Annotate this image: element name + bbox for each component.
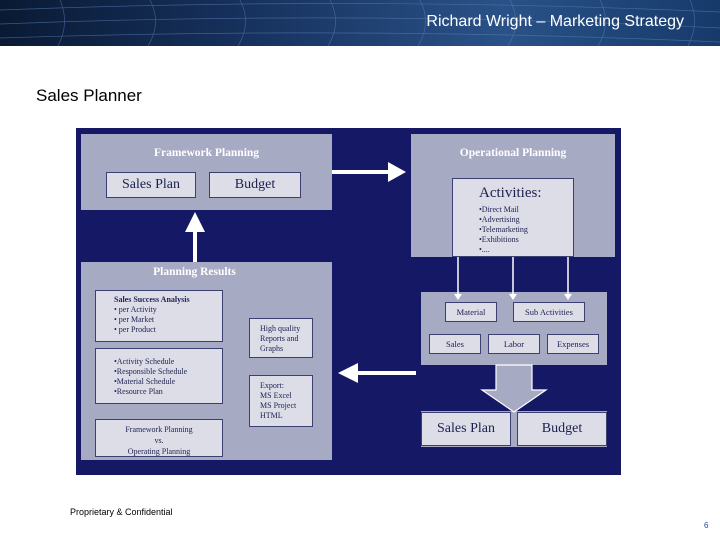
activities-list: •Direct Mail •Advertising •Telemarketing… (479, 205, 528, 255)
arrow-right-icon (332, 162, 406, 182)
result-sales-plan-box: Sales Plan (421, 412, 511, 446)
activity-item: •Telemarketing (479, 225, 528, 234)
arrow-down-icon (454, 294, 462, 300)
operational-planning-panel: Operational Planning Activities: •Direct… (411, 134, 615, 257)
schedule-item: •Material Schedule (114, 377, 176, 386)
framework-planning-title: Framework Planning (153, 147, 260, 159)
reports-line: Reports and (260, 334, 299, 343)
activities-title: Activities: (479, 185, 542, 201)
labor-box: Labor (488, 334, 540, 354)
header-title: Richard Wright – Marketing Strategy (426, 13, 684, 30)
activity-item: •Exhibitions (479, 235, 519, 244)
activities-box: Activities: •Direct Mail •Advertising •T… (452, 178, 574, 257)
reports-box: High quality Reports and Graphs (249, 318, 313, 358)
sales-success-analysis-title: Sales Success Analysis (114, 295, 190, 304)
planning-results-title: Planning Results (153, 266, 236, 278)
sub-activities-box: Sub Activities (513, 302, 585, 322)
sales-planner-diagram: Framework Planning Sales Plan Budget Ope… (76, 128, 621, 475)
arrow-up-icon (185, 212, 205, 262)
footer-text: Proprietary & Confidential (70, 507, 173, 517)
schedules-list: •Activity Schedule •Responsible Schedule… (114, 357, 187, 397)
operational-planning-title: Operational Planning (459, 147, 567, 159)
export-box: Export: MS Excel MS Project HTML (249, 375, 313, 427)
activity-item: •.... (479, 245, 490, 254)
framework-sales-plan-box: Sales Plan (106, 172, 196, 198)
activity-item: •Advertising (479, 215, 520, 224)
comparison-line: vs. (154, 436, 164, 445)
schedules-box: •Activity Schedule •Responsible Schedule… (95, 348, 223, 404)
export-line: MS Excel (260, 391, 292, 400)
analysis-item: • per Activity (114, 305, 157, 314)
sales-box: Sales (429, 334, 481, 354)
reports-list: High quality Reports and Graphs (260, 324, 300, 354)
analysis-item: • per Product (114, 325, 156, 334)
comparison-line: Framework Planning (125, 425, 193, 434)
header-banner: Richard Wright – Marketing Strategy (0, 0, 720, 46)
export-list: Export: MS Excel MS Project HTML (260, 381, 296, 421)
block-arrow-down-icon (480, 364, 548, 413)
export-line: Export: (260, 381, 284, 390)
result-budget-box: Budget (517, 412, 607, 446)
reports-line: Graphs (260, 344, 284, 353)
arrow-down-icon (564, 294, 572, 300)
export-line: HTML (260, 411, 283, 420)
map-grid-decoration (0, 0, 720, 46)
comparison-list: Framework Planning vs. Operating Plannin… (96, 424, 222, 457)
analysis-item: • per Market (114, 315, 155, 324)
framework-budget-box: Budget (209, 172, 301, 198)
page-title: Sales Planner (36, 86, 142, 105)
result-plan-panel: Sales Plan Budget (421, 411, 607, 447)
arrow-left-icon (338, 363, 416, 383)
analysis-list: • per Activity • per Market • per Produc… (114, 305, 157, 335)
activity-item: •Direct Mail (479, 205, 519, 214)
schedule-item: •Responsible Schedule (114, 367, 188, 376)
page-number: 6 (704, 521, 709, 530)
comparison-box: Framework Planning vs. Operating Plannin… (95, 419, 223, 457)
planning-results-panel: Planning Results Sales Success Analysis … (81, 262, 332, 460)
schedule-item: •Resource Plan (114, 387, 163, 396)
sales-success-analysis-box: Sales Success Analysis • per Activity • … (95, 290, 223, 342)
diagram-arrows (185, 162, 572, 413)
framework-planning-panel: Framework Planning Sales Plan Budget (81, 134, 332, 210)
schedule-item: •Activity Schedule (114, 357, 175, 366)
export-line: MS Project (260, 401, 297, 410)
expenses-box: Expenses (547, 334, 599, 354)
reports-line: High quality (260, 324, 301, 333)
material-box: Material (445, 302, 497, 322)
comparison-line: Operating Planning (127, 447, 191, 456)
arrow-down-icon (509, 294, 517, 300)
breakdown-panel: Material Sub Activities Sales Labor Expe… (421, 292, 607, 365)
